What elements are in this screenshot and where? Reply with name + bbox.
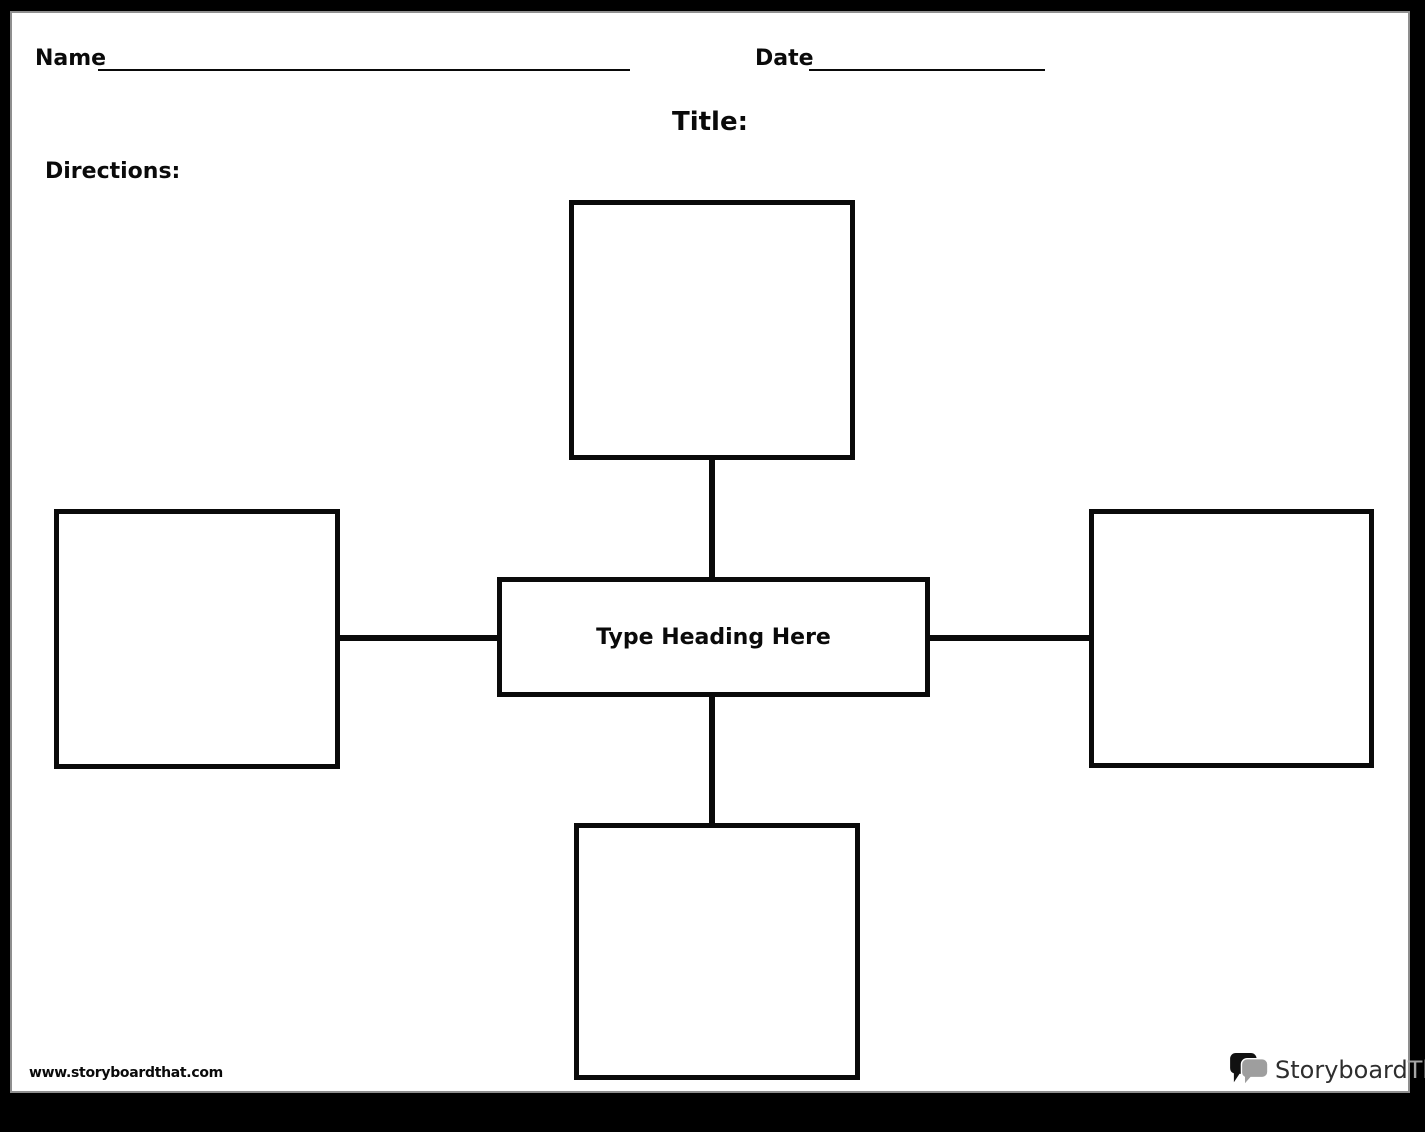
directions-label: Directions: [45, 159, 181, 184]
name-label: Name [35, 46, 107, 71]
center-heading-box[interactable]: Type Heading Here [497, 577, 930, 697]
title-label: Title: [671, 107, 749, 137]
name-blank-line[interactable] [98, 69, 630, 71]
spider-cell-left[interactable] [54, 509, 340, 769]
connector-line-right [930, 635, 1089, 641]
website-url: www.storyboardthat.com [29, 1065, 223, 1081]
spider-cell-top[interactable] [569, 200, 855, 460]
speech-bubbles-icon [1230, 1053, 1268, 1087]
storyboardthat-logo[interactable]: StoryboardThat [1230, 1051, 1425, 1089]
date-blank-line[interactable] [809, 69, 1045, 71]
center-heading-text: Type Heading Here [596, 624, 831, 650]
connector-line-top [709, 460, 715, 577]
spider-cell-right[interactable] [1089, 509, 1374, 768]
logo-text-secondary: That [1407, 1056, 1425, 1084]
logo-text-primary: Storyboard [1275, 1056, 1408, 1084]
date-label: Date [755, 46, 814, 71]
spider-cell-bottom[interactable] [574, 823, 860, 1080]
logo-wordmark: StoryboardThat [1275, 1056, 1425, 1084]
connector-line-left [340, 635, 497, 641]
connector-line-bottom [709, 697, 715, 823]
worksheet-page: Name Date Title: Directions: Type Headin… [10, 11, 1425, 1093]
